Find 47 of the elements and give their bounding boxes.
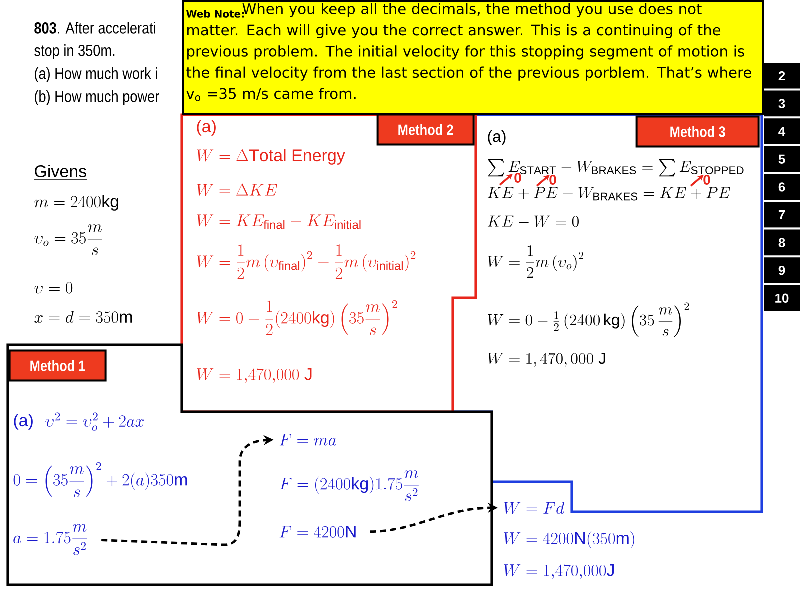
equation: $F=(2400\mathrm{kg})1.75\frac{m}{s^2}$ [280, 470, 419, 502]
equation: $KE+PE-W_{\mathrm{BRAKES}}=KE+PE$ [488, 187, 730, 201]
given-value: $\upsilon=0$ [34, 282, 73, 294]
page-tab: 2 [764, 63, 800, 89]
note-heading: Web Note: [186, 10, 244, 18]
problem-text: stop in 350m. [34, 44, 115, 60]
equation: $W=1{,}470{,}000\mathrm{J}$ [504, 564, 614, 580]
equation: $W=0-\tfrac{1}{2}\,(2400\,\mathrm{kg})\left(35\,\frac{m}{s}\right)^{2}$ [488, 302, 690, 337]
equation: $W=KE_{\mathrm{final}}-KE_{\mathrm{initial}}$ [197, 214, 361, 230]
equation: $W=\Delta\mathrm{Total\ Energy}$ [197, 149, 346, 165]
equation: $W=Fd$ [504, 502, 565, 514]
given-value: $m=2400\mathrm{kg}$ [34, 195, 118, 211]
equation: $\upsilon^2=\upsilon_o^2+2ax$ [46, 412, 144, 432]
page-tab: 3 [764, 90, 800, 117]
equation: $W=1,470,000\ \mathrm{J}$ [488, 352, 606, 368]
equation: $0=\left(35\frac{m}{s}\right)^2+2(a)350\mathrm{m}$ [14, 462, 188, 498]
givens-heading: Givens [34, 165, 88, 180]
zero-mark: 0 [704, 175, 710, 185]
problem-text: (b) How much power [35, 90, 160, 106]
page-tab: 10 [764, 285, 800, 312]
page-tab: 7 [764, 202, 800, 228]
page-tab: 8 [764, 230, 800, 256]
equation: $W=\frac{1}{2}m\left(\upsilon_o\right)^2$ [488, 246, 584, 278]
given-value: $x=d=350\mathrm{m}$ [34, 311, 132, 324]
method-tag: Method 1 [8, 350, 107, 382]
part-label: (a) [14, 414, 33, 430]
equation: $KE-W=0$ [488, 216, 579, 228]
page-tab: 5 [764, 146, 800, 172]
part-label: (a) [488, 130, 506, 146]
page-tab: 6 [764, 174, 800, 200]
given-value: $\upsilon_o=35\frac{m}{s}$ [34, 224, 102, 256]
part-label: (a) [197, 120, 216, 136]
equation: $a=1.75\frac{m}{s^2}$ [14, 524, 88, 556]
method-tag: Method 3 [636, 116, 760, 148]
equation: $F=ma$ [280, 434, 337, 446]
page-tab: 9 [764, 258, 800, 284]
equation: $W=0-\frac{1}{2}(2400\mathrm{kg})\left(35\frac{m}{s}\right)^2$ [197, 300, 398, 336]
equation: $W=4200\mathrm{N}(350\mathrm{m})$ [504, 532, 634, 548]
problem-text: (a) How much work i [35, 68, 158, 82]
zero-mark: 0 [550, 175, 556, 185]
problem-text: 803. After accelerati [34, 22, 156, 34]
method-tag: Method 2 [376, 114, 475, 146]
page-tab: 4 [764, 118, 800, 144]
equation: $W=\frac{1}{2}m\left(\upsilon_{\mathrm{final}}\right)^2-\frac{1}{2}m\left(\upsilon_{\mathrm{initial}}\right)^2$ [197, 244, 416, 280]
equation: $F=4200\mathrm{N}$ [280, 526, 356, 538]
equation: $W=\Delta KE$ [197, 184, 278, 196]
equation: $W=1{,}470{,}000\ \mathrm{J}$ [197, 368, 312, 384]
